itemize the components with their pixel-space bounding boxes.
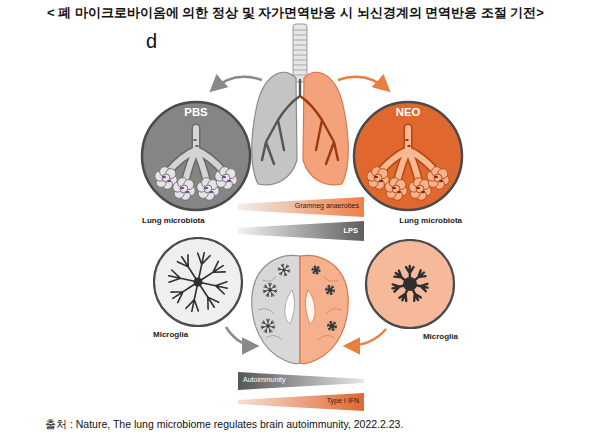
node-label: Lung microbiota <box>142 216 205 225</box>
node-label: Microglia <box>153 330 188 339</box>
brain-microglia <box>261 264 336 332</box>
node-label: Type I IFN <box>327 397 359 404</box>
group-label: NEO <box>352 106 464 118</box>
microglia-circle <box>362 239 458 347</box>
node-label: Lung microbiota <box>399 216 462 225</box>
microbiota-circle <box>140 100 252 230</box>
microglia-circle: Microglia <box>362 239 458 347</box>
lung-microbiota-circle: PBS Lung microbiota <box>140 100 252 230</box>
group-label: PBS <box>140 106 252 118</box>
node-label: Microglia <box>423 332 458 341</box>
microglia-circle: Microglia <box>153 237 249 345</box>
trachea <box>293 24 307 82</box>
lungs <box>252 72 349 185</box>
gradient-band: Gramneg anaerobes <box>238 197 364 217</box>
microglia-circle <box>153 237 249 345</box>
gradient-band: LPS <box>238 221 364 241</box>
brain <box>252 255 348 363</box>
figure-title: < 폐 마이크로바이옴에 의한 정상 및 자가면역반응 시 뇌신경계의 면역반응… <box>0 4 591 22</box>
node-label: LPS <box>343 226 358 235</box>
node-label: Gramneg anaerobes <box>295 202 359 209</box>
gradient-band: Autoimmunity <box>238 372 364 390</box>
node-label: Autoimmunity <box>243 376 285 383</box>
panel-letter: d <box>146 30 157 53</box>
source-caption: 출처 : Nature, The lung microbiome regulat… <box>45 418 403 432</box>
gradient-band: Type I IFN <box>238 393 364 411</box>
microbiota-circle <box>352 100 464 230</box>
lung-microbiota-circle: NEO Lung microbiota <box>352 100 464 230</box>
